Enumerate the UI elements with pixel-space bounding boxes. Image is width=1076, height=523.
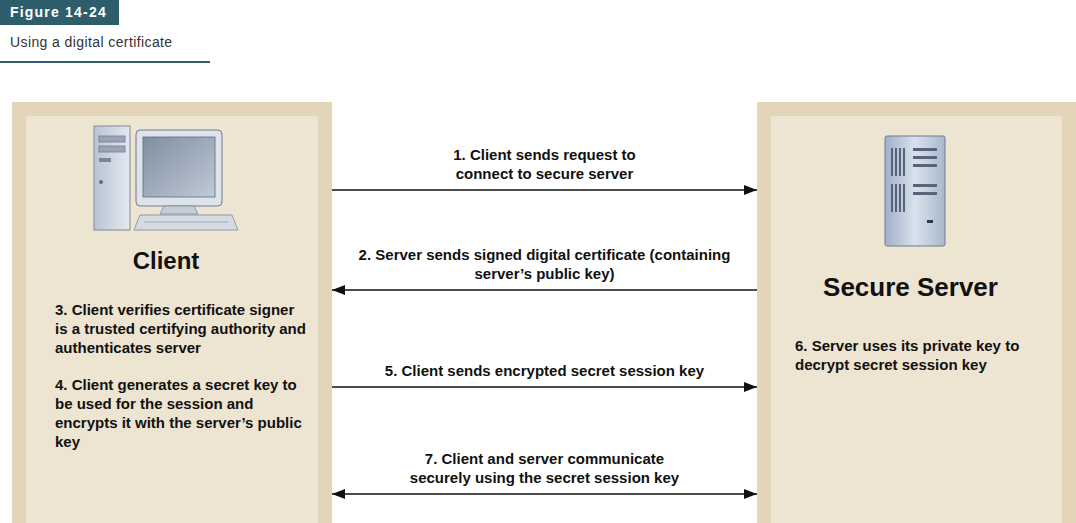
message-arrow — [332, 189, 757, 191]
message-label: 1. Client sends request to connect to se… — [425, 145, 665, 183]
panel-box: Client 3. Client verifies certificate sig… — [12, 102, 332, 523]
title-bar: Figure 14-24 — [0, 0, 119, 25]
message-label: 2. Server sends signed digital certifica… — [355, 245, 735, 283]
text-column: Client 3. Client verifies certificate sig… — [26, 246, 318, 451]
step-text: 4. Client generates a secret key to be u… — [55, 375, 306, 451]
server-vents — [891, 148, 937, 212]
message-arrow — [332, 493, 757, 495]
caption-rule — [0, 61, 210, 63]
message-arrow — [332, 289, 757, 291]
server-case — [885, 136, 945, 246]
monitor-stand — [160, 206, 198, 214]
panel-heading: Client — [26, 246, 306, 276]
text-column: Secure Server 6. Server uses its private … — [771, 271, 1062, 374]
drive-slot — [99, 146, 125, 152]
power-button — [99, 180, 103, 184]
server-led — [927, 220, 933, 223]
drive-slot — [99, 136, 125, 142]
step-text: 6. Server uses its private key to decryp… — [795, 336, 1050, 374]
step-text: 3. Client verifies certificate signer is… — [55, 300, 306, 357]
message-label: 7. Client and server communicate securel… — [395, 449, 695, 487]
computer-icon — [92, 122, 242, 240]
keyboard-keys — [144, 222, 228, 223]
message-arrow — [332, 386, 757, 388]
panel-box: Secure Server 6. Server uses its private … — [757, 102, 1076, 523]
drive-slot — [99, 158, 111, 162]
message-label: 5. Client sends encrypted secret session… — [335, 361, 755, 380]
screen — [143, 137, 215, 197]
keyboard — [134, 215, 238, 230]
monitor — [136, 130, 222, 206]
tower — [94, 126, 130, 230]
server-icon — [883, 134, 949, 250]
figure-title: Figure 14-24 — [10, 0, 107, 25]
figure-caption: Using a digital certificate — [10, 34, 173, 50]
panel-heading: Secure Server — [771, 271, 1050, 303]
